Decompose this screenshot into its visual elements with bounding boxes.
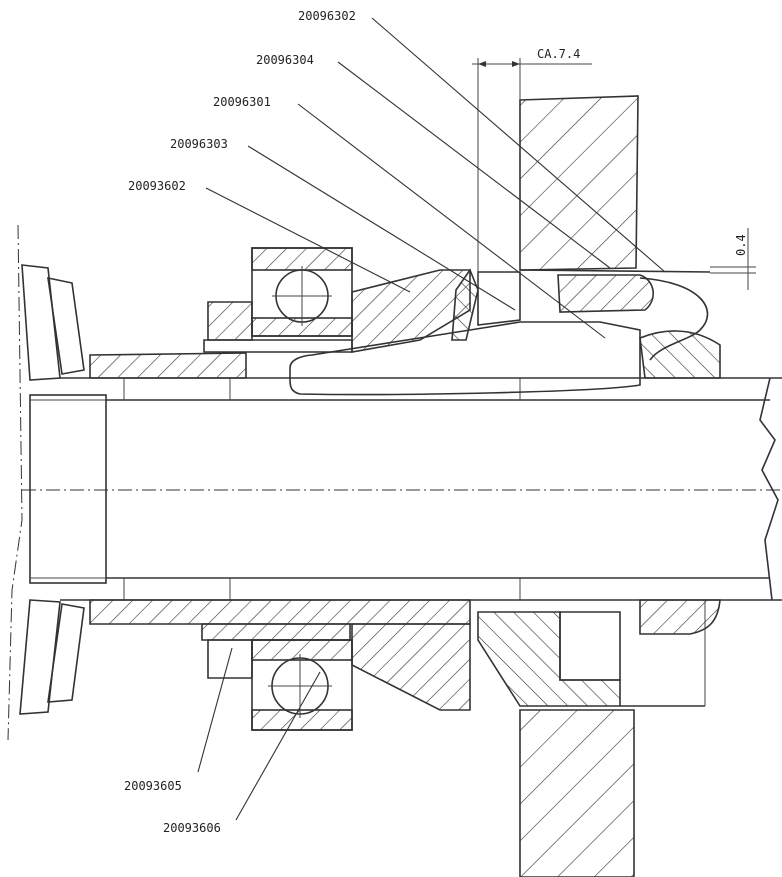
upper-adapter-sleeve [289,321,641,396]
upper-seal-ring [557,274,654,313]
part-label-20096304: 20096304 [256,53,314,67]
upper-seal-lip [639,330,721,379]
lower-housing-block [519,709,635,877]
lower-ring [477,611,621,707]
left-housing-taper-upper [47,276,85,375]
dimension-ca-7-4 [472,58,592,290]
leader-20093605 [197,647,233,773]
part-label-20093605: 20093605 [124,779,182,793]
left-housing-taper-lower [47,603,85,703]
leader-20093602 [205,187,411,293]
upper-seal-curve [639,277,709,361]
leader-20096304 [337,61,611,269]
leader-20096302 [371,17,666,273]
upper-spacer [203,339,353,353]
left-housing-lower [19,599,61,715]
shaft [22,377,782,601]
part-label-20093606: 20093606 [163,821,221,835]
leader-20096301 [297,103,606,339]
upper-sleeve [89,352,247,379]
part-label-20096302: 20096302 [298,9,356,23]
part-label-20096303: 20096303 [170,137,228,151]
dimension-label-04: 0.4 [734,234,748,256]
lower-lock-ring [201,623,351,641]
dimension-label-ca: CA.7.4 [537,47,580,61]
leader-20093606 [235,671,321,821]
part-label-20093602: 20093602 [128,179,186,193]
lower-ring-inner [559,611,621,681]
lower-tapered-hub [351,623,471,711]
left-break-line [7,224,23,741]
lower-sleeve [89,599,471,625]
lower-nut [207,639,253,679]
upper-wedge [451,268,479,341]
lower-bearing [251,639,353,731]
upper-housing-block [519,95,639,271]
upper-lock-ring [207,301,253,341]
upper-ring-block [477,271,521,326]
dimension-0-4 [710,228,756,290]
lower-seal [639,599,721,635]
upper-bearing [251,247,353,337]
part-label-20096301: 20096301 [213,95,271,109]
shaft-break-right [759,377,779,601]
leader-20096303 [247,145,516,311]
